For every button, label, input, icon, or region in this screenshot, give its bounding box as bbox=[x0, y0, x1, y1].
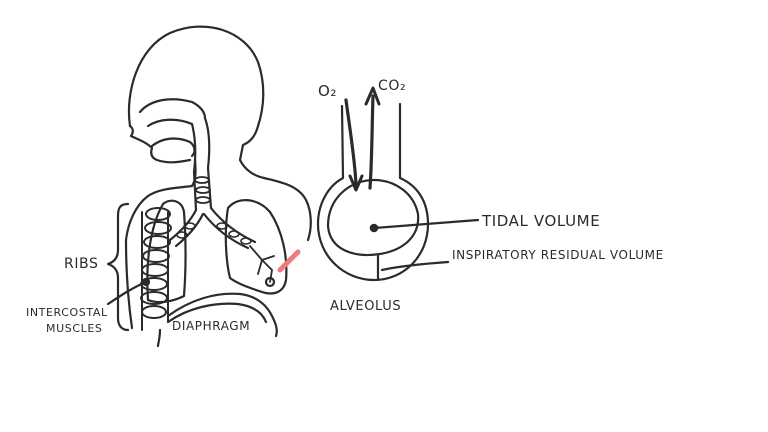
right-bronchus bbox=[202, 206, 257, 250]
ribs-brace bbox=[106, 202, 130, 332]
pharynx bbox=[190, 116, 211, 174]
trachea-rings bbox=[194, 176, 211, 204]
o2-arrow-shaft bbox=[344, 98, 358, 187]
intercostal-pointer-dot bbox=[141, 277, 151, 287]
alveolus-marker bbox=[264, 276, 276, 288]
intercostal-label-line1: INTERCOSTAL bbox=[26, 306, 108, 319]
head-outline bbox=[127, 25, 312, 242]
diaphragm bbox=[166, 292, 278, 338]
right-lung bbox=[224, 199, 288, 295]
mouth-tongue bbox=[150, 137, 196, 158]
torso-left bbox=[124, 238, 134, 330]
tidal-volume-leader bbox=[372, 218, 480, 230]
o2-label: O₂ bbox=[318, 82, 337, 100]
co2-label: CO₂ bbox=[378, 78, 406, 94]
neck-back bbox=[124, 158, 197, 242]
highlight-mark bbox=[277, 249, 301, 273]
intercostal-label-line2: MUSCLES bbox=[46, 322, 102, 335]
tidal-volume-inner bbox=[326, 178, 420, 256]
abdomen-left bbox=[156, 328, 162, 348]
o2-arrow-head bbox=[348, 174, 364, 192]
irv-leader bbox=[380, 260, 450, 272]
co2-arrow-shaft bbox=[368, 94, 375, 190]
tidal-volume-dot bbox=[369, 223, 379, 233]
nasal-cavity bbox=[138, 98, 207, 128]
alveolus-label: ALVEOLUS bbox=[330, 299, 401, 314]
irv-label: INSPIRATORY RESIDUAL VOLUME bbox=[452, 248, 664, 262]
tidal-volume-label: TIDAL VOLUME bbox=[481, 212, 600, 230]
diaphragm-label: DIAPHRAGM bbox=[172, 319, 250, 333]
alveolus-sac bbox=[316, 102, 430, 282]
ribs-label: RIBS bbox=[64, 256, 99, 272]
ribcage bbox=[140, 207, 172, 331]
co2-arrow-head bbox=[364, 86, 381, 106]
lung-branching bbox=[249, 245, 275, 283]
face-profile bbox=[128, 124, 192, 164]
